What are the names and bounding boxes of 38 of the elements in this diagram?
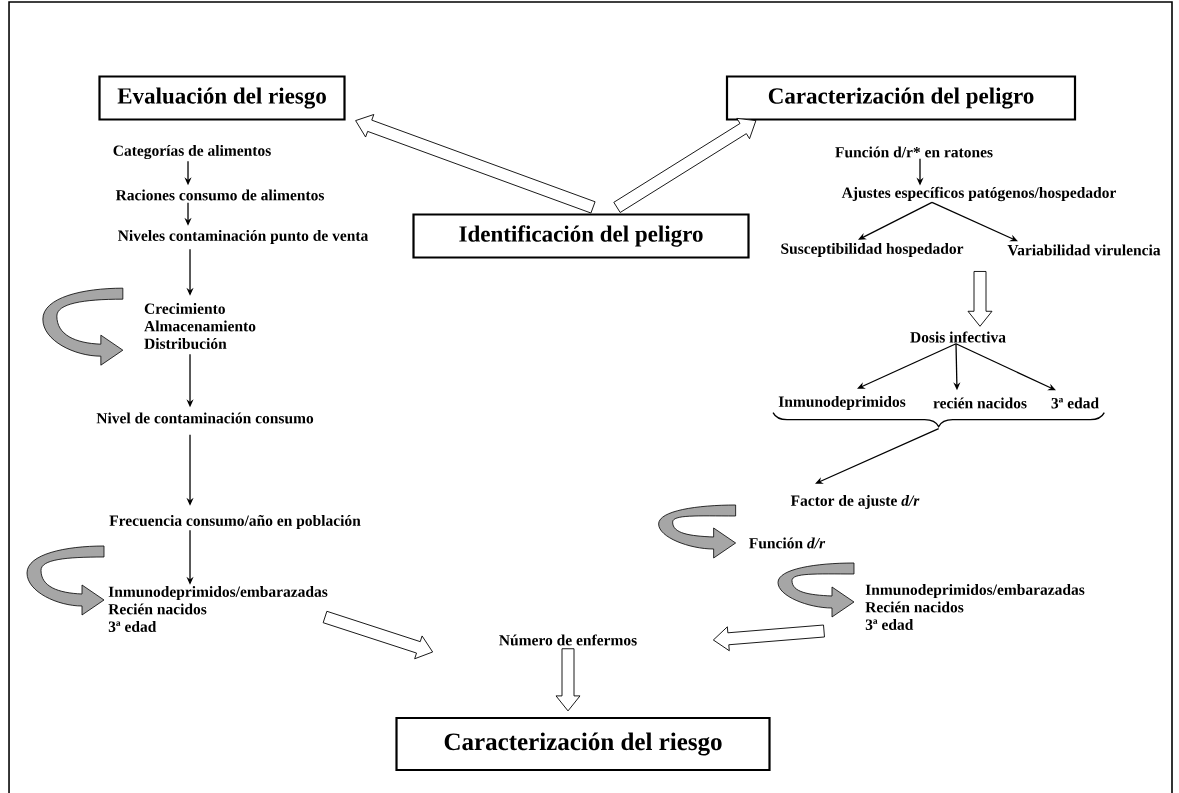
heading-box: Caracterización del riesgo — [395, 716, 771, 772]
step-label: Función d/r — [749, 537, 826, 549]
block-arrow — [613, 117, 757, 213]
step-label: Factor de ajuste d/r — [790, 494, 920, 509]
block-arrow — [712, 624, 825, 652]
step-label: 3ª edad — [1051, 397, 1099, 409]
arrow — [857, 343, 957, 389]
curved-arrow — [26, 545, 105, 616]
step-label: Inmunodeprimidos/embarazadas Recién nacidos 3ª edad — [865, 584, 1085, 630]
step-label: Nivel de contaminación consumo — [96, 412, 314, 424]
step-label: Crecimiento Almacenamiento Distribución — [144, 303, 256, 349]
brace-arrow — [772, 412, 1105, 484]
arrow — [955, 343, 1056, 391]
step-label: recién nacidos — [933, 397, 1027, 409]
block-arrow — [967, 271, 993, 327]
step-label: Susceptibilidad hospedador — [781, 242, 964, 257]
step-label: Número de enfermos — [499, 634, 637, 646]
step-label: Ajustes específicos patógenos/hospedador — [841, 186, 1116, 202]
step-label: Niveles contaminación punto de venta — [118, 230, 369, 245]
block-arrow — [322, 610, 434, 660]
curved-arrow — [777, 562, 855, 618]
arrow — [931, 201, 1018, 242]
step-label: Inmunodeprimidos/embarazadas Recién nacidos 3ª edad — [108, 586, 328, 632]
step-label: Dosis infectiva — [910, 331, 1006, 343]
arrow — [858, 201, 933, 240]
heading-box: Identificación del peligro — [412, 213, 750, 259]
block-arrow — [355, 114, 596, 214]
heading-box: Evaluación del riesgo — [98, 75, 346, 121]
step-label: Raciones consumo de alimentos — [115, 189, 325, 201]
curved-arrow — [42, 287, 124, 366]
heading-box: Caracterización del peligro — [725, 75, 1077, 121]
step-label: Variabilidad virulencia — [1007, 244, 1161, 256]
step-label: Frecuencia consumo/año en población — [109, 514, 361, 530]
block-arrow — [555, 648, 581, 712]
step-label: Inmunodeprimidos — [778, 395, 906, 410]
step-label: Función d/r* en ratones — [835, 146, 993, 158]
curved-arrow — [658, 504, 737, 559]
step-label: Categorías de alimentos — [113, 144, 271, 160]
